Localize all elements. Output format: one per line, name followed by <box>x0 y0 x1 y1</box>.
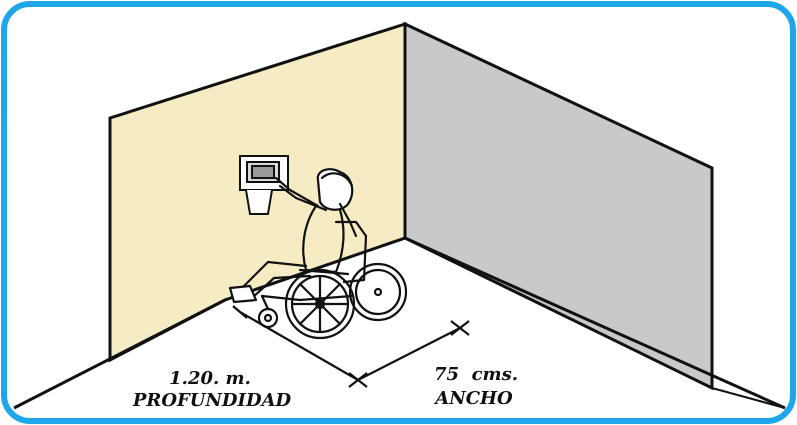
depth-name-label: PROFUNDIDAD <box>132 390 292 411</box>
floor-corner-edge <box>711 387 786 409</box>
wheelchair-user-icon <box>228 168 408 340</box>
floor-left-edge <box>13 298 226 410</box>
width-name-label: ANCHO <box>433 388 513 409</box>
depth-value-label: 1.20. m. <box>169 368 251 389</box>
floor-right-edge <box>404 236 786 410</box>
width-dimension-line <box>357 320 470 381</box>
width-value-label: 75 cms. <box>434 364 518 385</box>
wall-device-icon <box>239 155 289 215</box>
